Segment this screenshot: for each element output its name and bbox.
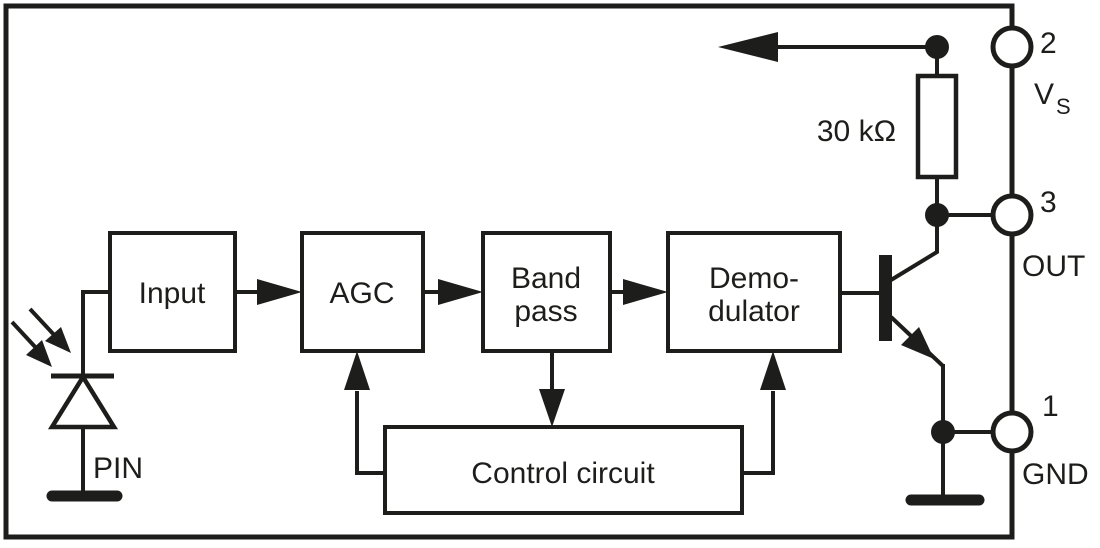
- pin-3-out: 3 OUT: [990, 186, 1085, 283]
- pin-1-number-label: 1: [1042, 390, 1059, 423]
- up-arrowhead-icon: [760, 351, 786, 390]
- feedback-bandpass-to-control: [539, 351, 565, 427]
- light-ray-arrowhead: [26, 340, 52, 367]
- pin-3-number-label: 3: [1040, 186, 1057, 219]
- control-circuit-block-label: Control circuit: [471, 457, 655, 490]
- bandpass-block-label-line1: Band: [511, 262, 581, 295]
- up-arrowhead-icon: [344, 351, 370, 390]
- pin-3-terminal: [990, 193, 1034, 237]
- light-ray-line: [28, 307, 59, 340]
- demodulator-block-label-line2: dulator: [708, 295, 800, 328]
- pin-2-vs: 2 V S: [990, 25, 1071, 119]
- photodiode-to-input-wire: [81, 290, 110, 374]
- resistor-value-label: 30 kΩ: [817, 115, 896, 148]
- pin-2-number-label: 2: [1040, 27, 1057, 60]
- pin-2-terminal: [990, 25, 1034, 69]
- pin-1-terminal: [990, 410, 1034, 454]
- photodiode-triangle: [47, 372, 119, 430]
- feedback-control-to-agc: [344, 351, 386, 475]
- light-ray-icon: [28, 307, 71, 353]
- supply-rail: [718, 32, 949, 76]
- vs-pin-name-label: V: [1034, 78, 1054, 111]
- right-arrowhead-icon: [257, 279, 302, 305]
- feedback-control-to-demodulator: [741, 351, 786, 475]
- input-block: Input: [108, 231, 237, 353]
- demodulator-block-label-line1: Demo-: [709, 262, 799, 295]
- out-pin-name-label: OUT: [1022, 250, 1085, 283]
- light-ray-arrowhead: [45, 327, 71, 353]
- demodulator-block: Demo- dulator: [666, 231, 842, 353]
- transistor-base-bar: [879, 255, 892, 341]
- output-transistor: [840, 203, 995, 506]
- resistor-body: [915, 73, 959, 180]
- feedback-wire: [355, 391, 386, 475]
- signal-arrow-bandpass-to-demodulator: [610, 279, 668, 305]
- control-circuit-block-box: [383, 425, 744, 515]
- input-block-label: Input: [139, 277, 206, 310]
- photodiode: PIN: [10, 290, 143, 502]
- right-arrowhead-icon: [623, 279, 668, 305]
- pullup-resistor: 30 kΩ: [817, 73, 959, 215]
- photodiode-label: PIN: [93, 452, 143, 485]
- input-block-box: [108, 231, 237, 353]
- feedback-wire: [741, 391, 775, 475]
- supply-left-arrow-icon: [718, 32, 778, 62]
- bandpass-block: Band pass: [481, 231, 612, 353]
- agc-block: AGC: [300, 231, 425, 353]
- light-ray-line: [10, 320, 40, 352]
- right-arrowhead-icon: [438, 279, 483, 305]
- pin-1-gnd: 1 GND: [990, 390, 1089, 491]
- transistor-collector-wire: [889, 215, 939, 282]
- signal-arrow-input-to-agc: [235, 279, 302, 305]
- signal-arrow-agc-to-bandpass: [423, 279, 483, 305]
- emitter-arrowhead-icon: [901, 327, 934, 359]
- gnd-pin-name-label: GND: [1022, 458, 1089, 491]
- control-circuit-block: Control circuit: [383, 425, 744, 515]
- demodulator-block-box: [666, 231, 842, 353]
- light-ray-icon: [10, 320, 52, 367]
- bandpass-block-label-line2: pass: [514, 295, 577, 328]
- vs-pin-name-subscript: S: [1056, 94, 1071, 119]
- down-arrowhead-icon: [539, 389, 565, 427]
- agc-block-label: AGC: [329, 277, 394, 310]
- ic-boundary-box: [3, 3, 1015, 540]
